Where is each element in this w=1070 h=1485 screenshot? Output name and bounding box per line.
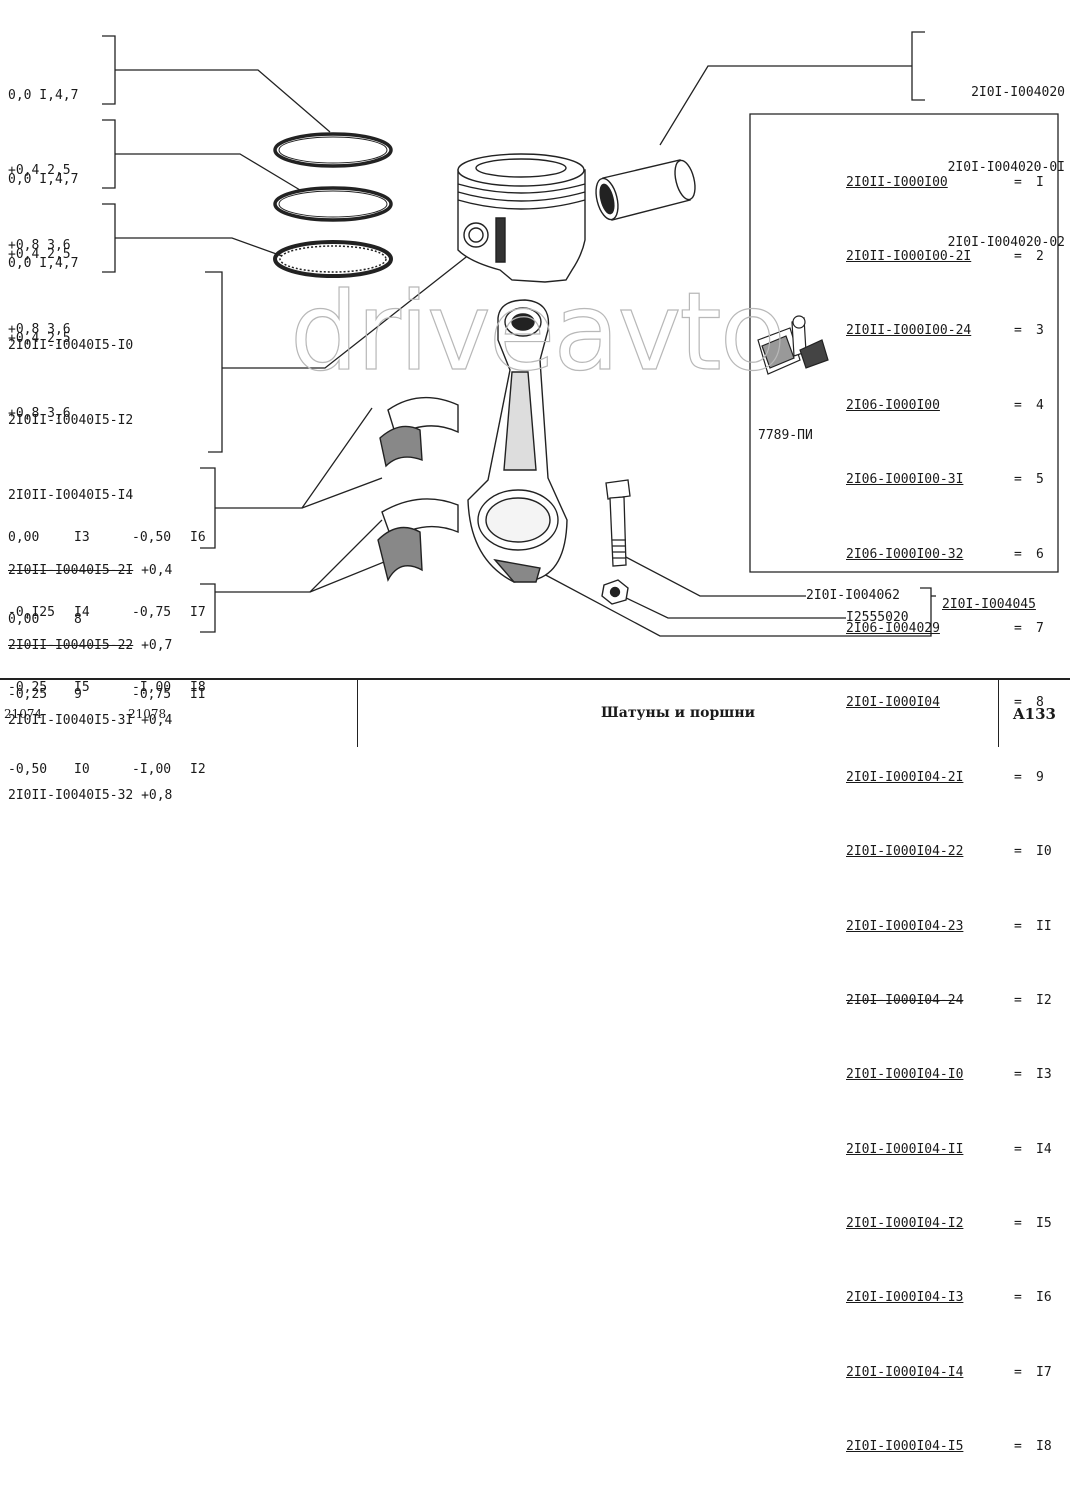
- ring-size-row: 0,0 I,4,7: [8, 172, 79, 187]
- piston-row: 2I0II-I0040I5-I2: [8, 408, 172, 433]
- ring-size-row: +0,8 3,6: [8, 322, 71, 337]
- piston-code: 2I0II-I0040I5-22: [8, 638, 134, 653]
- model-code: 21078: [128, 707, 167, 721]
- ring-size-row: 0,0 I,4,7: [8, 88, 79, 103]
- piston-row: 2I0II-I0040I5-3I +0,4: [8, 708, 172, 733]
- piston-row: 2I0II-I0040I5-2I +0,4: [8, 558, 172, 583]
- page-title: Шатуны и поршни: [601, 705, 755, 721]
- ring-size-row: +0,8 3,6: [8, 406, 71, 421]
- divider: [998, 680, 999, 747]
- rod-row: 2I0I-I000I04-I4=I7: [846, 1364, 1052, 1380]
- rod-row: 2I0II-I000I00=I: [846, 174, 1044, 190]
- rod-row: 2I0I-I000I04-23=II: [846, 918, 1052, 934]
- rod-row: 2I06-I000I00-3I=5: [846, 472, 1044, 488]
- rod-row: 2I06-I000I00=4: [846, 397, 1044, 413]
- piston-row: 2I0II-I0040I5-22 +0,7: [8, 633, 172, 658]
- rod-row: 2I0I-I000I04-I2=I5: [846, 1216, 1052, 1232]
- pin-code: 2I0I-I004020: [971, 85, 1065, 100]
- rod-row: 2I0II-I000I00-2I=2: [846, 248, 1044, 264]
- piston-code: 2I0II-I0040I5-I0: [8, 338, 134, 353]
- rod-row: 2I0I-I000I04-I3=I6: [846, 1290, 1052, 1306]
- rod-row: 2I0I-I000I04-I5=I8: [846, 1439, 1052, 1455]
- rod-row: 2I0I-I000I04-I0=I3: [846, 1067, 1052, 1083]
- ring-group-2: 0,0 I,4,7 +0,4 2,5 +0,8 3,6: [8, 117, 78, 367]
- ring-size-row: +0,8 3,6: [8, 238, 71, 253]
- pin-code: 2I0I-I004020-02: [947, 235, 1065, 250]
- tool-label: 7789-ПИ: [758, 428, 813, 443]
- divider: [357, 680, 358, 747]
- rod-row: 2I06-I000I00-32=6: [846, 546, 1044, 562]
- piston-oversize: +0,7: [141, 638, 173, 653]
- rod-table: 2I0II-I000I00=I 2I0II-I000I00-2I=2 2I0II…: [846, 121, 1052, 1485]
- piston-code: 2I0II-I0040I5-I2: [8, 413, 134, 428]
- ring-size-row: 0,0 I,4,7: [8, 256, 79, 271]
- rod-row: 2I0I-I000I04-II=I4: [846, 1141, 1052, 1157]
- rod-row: 2I0I-I000I04-22=I0: [846, 844, 1052, 860]
- nut-code: I2555020: [846, 610, 909, 625]
- piston-oversize: +0,4: [141, 713, 173, 728]
- bolt-code: 2I0I-I004062: [806, 588, 900, 603]
- rod-row: 2I0I-I000I04=8: [846, 695, 1044, 711]
- watermark: driveavto: [289, 269, 786, 395]
- piston-code: 2I0II-I0040I5-I4: [8, 488, 134, 503]
- parts-drawing: [102, 31, 1059, 637]
- piston-row: 2I0II-I0040I5-I4: [8, 483, 172, 508]
- model-code: 21074: [4, 707, 43, 721]
- assembly-code: 2I0I-I004045: [942, 597, 1036, 612]
- ring-size-row: +0,4 2,5: [8, 163, 71, 178]
- ring-group-1: 0,0 I,4,7 +0,4 2,5 +0,8 3,6: [8, 33, 78, 283]
- piston-oversize: +0,4: [141, 563, 173, 578]
- piston-code: 2I0II-I0040I5-3I: [8, 713, 134, 728]
- rod-row: 2I06-I004029=7: [846, 620, 1044, 636]
- piston-row: 2I0II-I0040I5-I0: [8, 333, 172, 358]
- pin-code: 2I0I-I004020-0I: [947, 160, 1065, 175]
- ring-group-3: 0,0 I,4,7 +0,4 2,5 +0,8 3,6: [8, 201, 78, 451]
- pin-list: 2I0I-I004020 2I0I-I004020-0I 2I0I-I00402…: [917, 30, 1065, 280]
- ring-size-row: +0,4 2,5: [8, 247, 71, 262]
- rod-row: 2I0II-I000I00-24=3: [846, 323, 1044, 339]
- rod-row: 2I0I-I000I04-24=I2: [846, 992, 1052, 1008]
- page-number: A133: [1013, 705, 1056, 723]
- rod-row: 2I0I-I000I04-2I=9: [846, 769, 1044, 785]
- title-block: 21074 21078 Шатуны и поршни A133: [0, 678, 1070, 747]
- piston-code: 2I0II-I0040I5-2I: [8, 563, 134, 578]
- ring-size-row: +0,4 2,5: [8, 331, 71, 346]
